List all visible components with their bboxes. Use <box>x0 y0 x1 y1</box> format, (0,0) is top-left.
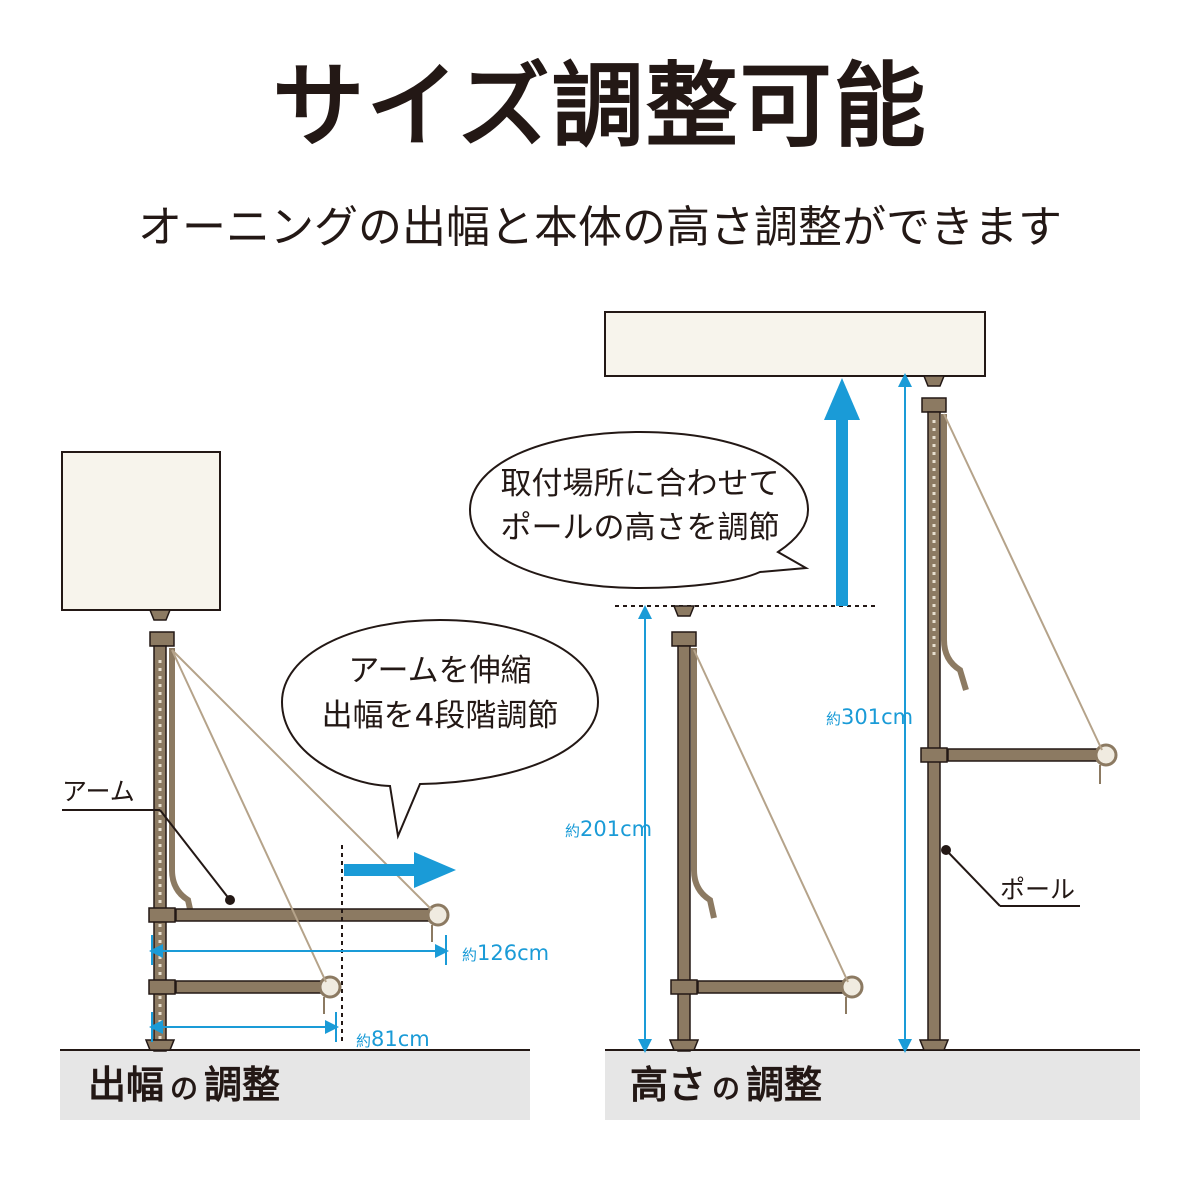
left-panel: 出幅の調整 <box>60 451 600 1120</box>
right-pole-callout: ポール <box>941 845 1080 907</box>
left-dim-short: 約81cm <box>149 1012 430 1051</box>
right-pole-tall <box>918 375 1118 1051</box>
svg-text:出幅を4段階調節: 出幅を4段階調節 <box>322 698 559 734</box>
right-raise-arrow <box>824 378 860 606</box>
svg-text:ポール: ポール <box>1000 875 1075 904</box>
right-dim-high: 約301cm <box>826 373 913 1053</box>
right-speech-bubble: 取付場所に合わせて ポールの高さを調節 <box>468 430 810 590</box>
svg-text:約201cm: 約201cm <box>565 817 652 841</box>
page-subtitle: オーニングの出幅と本体の高さ調整ができます <box>138 202 1062 253</box>
svg-text:ポールの高さを調節: ポールの高さを調節 <box>501 510 780 546</box>
svg-text:約81cm: 約81cm <box>356 1027 430 1051</box>
left-arm-retracted <box>175 975 342 1014</box>
svg-text:取付場所に合わせて: 取付場所に合わせて <box>501 466 780 502</box>
svg-text:約301cm: 約301cm <box>826 705 913 729</box>
left-arm-extended <box>175 903 450 942</box>
right-footer-title: 高さの調整 <box>630 1063 822 1107</box>
left-extend-arrow <box>344 852 456 888</box>
left-dim-long: 約126cm <box>149 935 549 965</box>
svg-text:約126cm: 約126cm <box>462 941 549 965</box>
right-dim-low: 約201cm <box>565 605 652 1053</box>
left-speech-bubble: アームを伸縮 出幅を4段階調節 <box>280 618 600 840</box>
left-footer-title: 出幅の調整 <box>88 1063 280 1107</box>
right-pole-short <box>668 605 864 1052</box>
left-awning-box <box>61 451 221 611</box>
page-title: サイズ調整可能 <box>272 53 928 160</box>
right-floor <box>605 1050 1140 1120</box>
right-panel: 高さの調整 <box>468 311 1140 1120</box>
left-crank <box>169 648 195 919</box>
svg-text:アームを伸縮: アームを伸縮 <box>348 653 531 689</box>
left-arm-callout: アーム <box>62 777 235 905</box>
left-floor <box>60 1050 530 1120</box>
svg-text:アーム: アーム <box>62 777 135 806</box>
right-awning-box <box>604 311 986 377</box>
